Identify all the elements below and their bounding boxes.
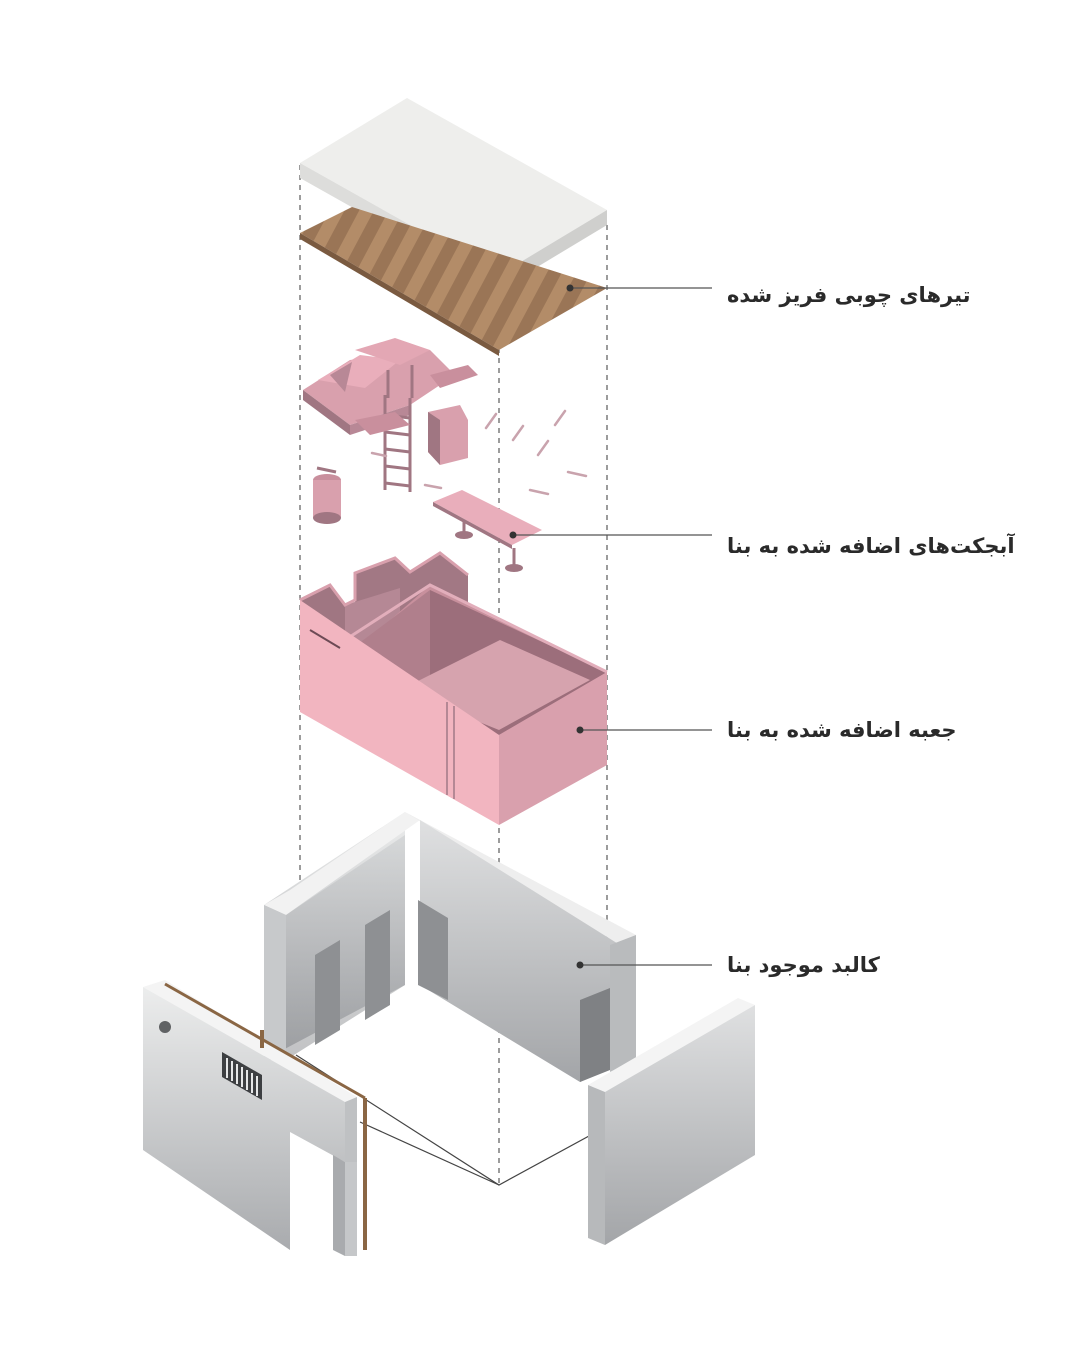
label-wood-beams: تیرهای چوبی فریز شده bbox=[727, 283, 971, 307]
leader-beams bbox=[566, 284, 712, 292]
label-existing-shell: کالبد موجود بنا bbox=[727, 953, 880, 977]
leader-objects bbox=[509, 531, 712, 539]
projection-lines bbox=[299, 165, 608, 1185]
added-objects bbox=[303, 338, 588, 572]
existing-shell bbox=[264, 812, 636, 1186]
vent-grille bbox=[222, 1052, 262, 1100]
front-right-wall bbox=[588, 998, 755, 1245]
wood-beams bbox=[300, 207, 607, 356]
front-left-wall bbox=[143, 980, 367, 1256]
leader-shell bbox=[576, 961, 712, 969]
label-added-objects: آبجکت‌های اضافه شده به بنا bbox=[727, 534, 1015, 558]
label-added-box: جعبه اضافه شده به بنا bbox=[727, 718, 957, 742]
leader-box bbox=[576, 726, 712, 734]
added-box bbox=[299, 551, 608, 825]
